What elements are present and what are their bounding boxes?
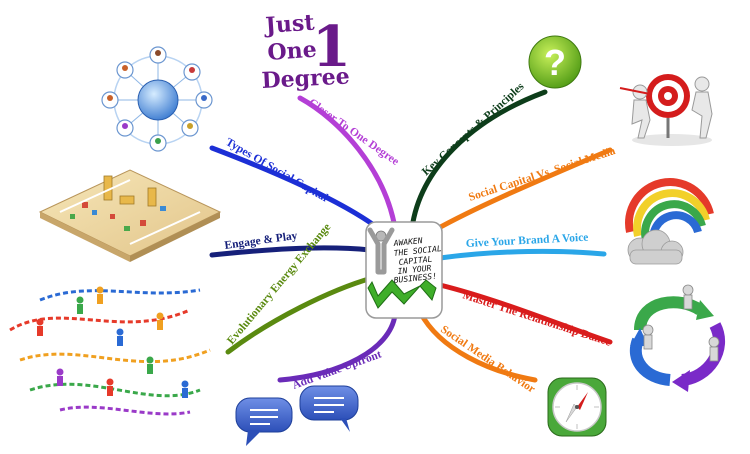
rainbow-cloud-icon [625,178,714,265]
branch-label-types: Types Of Social Capital [224,136,330,204]
target-team-icon [619,74,713,146]
branch-line-closer [297,95,398,231]
branch-line-add-value [277,312,398,383]
center-caption-line-3: CAPITAL [398,254,433,266]
branch-label-social-capital-vs: Social Capital Vs. Social Media [467,145,617,204]
center-caption-line-1: AWAKEN [392,236,423,248]
branch-line-engage [209,245,373,258]
person-raising-arms-icon [367,227,395,275]
svg-text:?: ? [544,42,566,83]
branch-line-social-behavior [417,309,538,383]
title-number-one: 1 [312,14,351,80]
network-people-icon [101,46,213,152]
title-word-just: Just [263,10,316,40]
compass-icon [547,377,607,437]
branch-line-relationship [437,282,613,345]
branch-label-social-behavior: Social Media Behavior [438,324,537,396]
branch-label-brand-voice: Give Your Brand A Voice [466,232,589,250]
branch-label-relationship: Master The Relationship Dance [461,289,612,348]
crowd-paths-icon [9,286,211,416]
speech-bubbles-icon [235,385,359,446]
branch-connectors [209,89,613,383]
cycle-arrows-icon [629,284,726,392]
isometric-city-map-icon [38,169,222,262]
branch-line-brand-voice [437,248,607,261]
question-mark-icon: ? [528,35,582,89]
center-node: AWAKEN THE SOCIAL CAPITAL IN YOUR BUSINE… [365,221,443,319]
title-word-degree: Degree [261,63,350,94]
branch-line-evolutionary [225,275,375,355]
center-caption-line-4: IN YOUR [397,263,432,275]
branch-line-key-concepts [409,89,548,231]
branch-line-types [209,145,381,231]
branch-line-social-capital-vs [432,147,613,233]
branch-label-closer: Closer To One Degree [306,97,401,168]
title-just-one-degree: Just One Degree 1 [261,10,351,94]
green-rising-arrow-icon [367,279,437,309]
branch-label-add-value: Add Value Upfront [291,348,383,391]
branch-label-key-concepts: Key Concepts & Principles [420,80,527,178]
title-word-one: One [267,37,318,66]
